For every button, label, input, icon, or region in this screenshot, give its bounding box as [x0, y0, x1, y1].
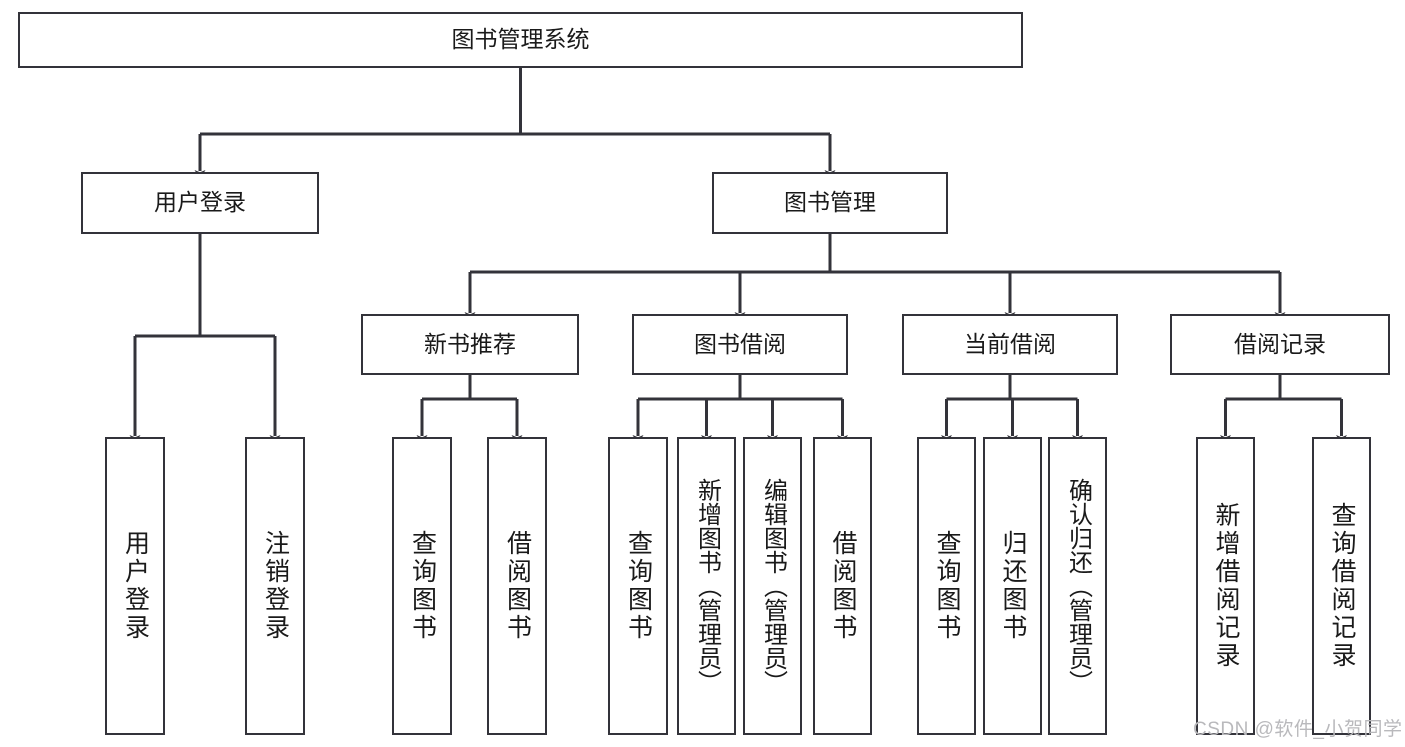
node-label-leaf-query-book-borrow: 查询图书 — [624, 530, 653, 642]
node-leaf-borrow-book-rec[interactable]: 借阅图书 — [487, 437, 547, 735]
node-label-leaf-confirm-return-admin: 确认归还（管理员） — [1064, 478, 1092, 694]
node-leaf-confirm-return-admin[interactable]: 确认归还（管理员） — [1048, 437, 1107, 735]
node-leaf-user-login[interactable]: 用户登录 — [105, 437, 165, 735]
node-label-new-book-rec: 新书推荐 — [424, 330, 516, 357]
node-leaf-query-book-rec[interactable]: 查询图书 — [392, 437, 452, 735]
node-label-borrow-record: 借阅记录 — [1234, 330, 1326, 357]
node-label-leaf-query-book-cur: 查询图书 — [933, 530, 961, 642]
node-label-user-login: 用户登录 — [154, 189, 246, 216]
node-label-book-manage: 图书管理 — [784, 189, 876, 216]
node-label-leaf-add-book-admin: 新增图书（管理员） — [693, 478, 721, 694]
node-label-book-borrow: 图书借阅 — [694, 330, 786, 357]
node-book-borrow[interactable]: 图书借阅 — [632, 314, 848, 375]
node-leaf-query-book-borrow[interactable]: 查询图书 — [608, 437, 668, 735]
node-label-current-borrow: 当前借阅 — [964, 330, 1056, 357]
node-root[interactable]: 图书管理系统 — [18, 12, 1023, 68]
node-borrow-record[interactable]: 借阅记录 — [1170, 314, 1390, 375]
node-book-manage[interactable]: 图书管理 — [712, 172, 948, 234]
node-label-leaf-logout: 注销登录 — [261, 530, 290, 642]
node-user-login[interactable]: 用户登录 — [81, 172, 319, 234]
node-leaf-query-borrow-record[interactable]: 查询借阅记录 — [1312, 437, 1371, 735]
node-label-leaf-edit-book-admin: 编辑图书（管理员） — [759, 478, 787, 694]
node-label-leaf-query-borrow-record: 查询借阅记录 — [1328, 502, 1356, 670]
node-leaf-edit-book-admin[interactable]: 编辑图书（管理员） — [743, 437, 802, 735]
node-leaf-query-book-cur[interactable]: 查询图书 — [917, 437, 976, 735]
node-leaf-add-book-admin[interactable]: 新增图书（管理员） — [677, 437, 736, 735]
node-label-leaf-borrow-book-rec: 借阅图书 — [503, 530, 532, 642]
node-label-leaf-borrow-book: 借阅图书 — [829, 530, 857, 642]
watermark-text: CSDN @软件_小贺同学 — [1193, 719, 1403, 740]
node-leaf-add-borrow-record[interactable]: 新增借阅记录 — [1196, 437, 1255, 735]
node-leaf-logout[interactable]: 注销登录 — [245, 437, 305, 735]
node-label-leaf-return-book: 归还图书 — [999, 530, 1027, 642]
node-leaf-return-book[interactable]: 归还图书 — [983, 437, 1042, 735]
node-label-root: 图书管理系统 — [451, 26, 590, 53]
node-label-leaf-user-login: 用户登录 — [121, 530, 150, 642]
node-new-book-rec[interactable]: 新书推荐 — [361, 314, 579, 375]
node-current-borrow[interactable]: 当前借阅 — [902, 314, 1118, 375]
node-leaf-borrow-book[interactable]: 借阅图书 — [813, 437, 872, 735]
node-label-leaf-query-book-rec: 查询图书 — [408, 530, 437, 642]
node-label-leaf-add-borrow-record: 新增借阅记录 — [1212, 502, 1240, 670]
